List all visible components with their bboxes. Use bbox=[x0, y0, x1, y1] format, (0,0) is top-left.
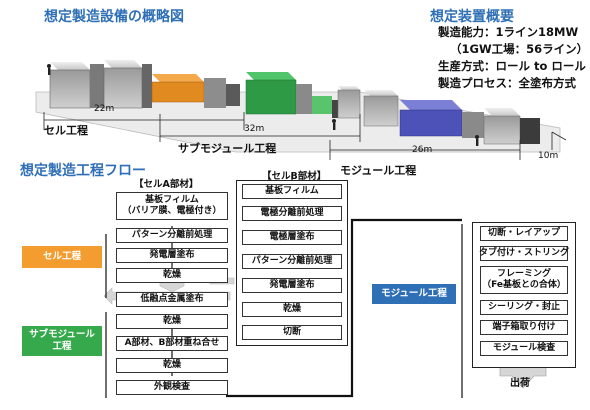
zone-label-cell: セル工程 bbox=[44, 124, 88, 137]
overview-title: 想定製造設備の概略図 bbox=[44, 9, 184, 25]
dimension-module-length: 26m bbox=[412, 145, 433, 155]
spec-process: 製造プロセス：全塗布方式 bbox=[438, 76, 576, 90]
zone-label-submodule: サブモジュール工程 bbox=[178, 142, 277, 155]
cell-zone-machines bbox=[49, 60, 240, 109]
dimension-lines bbox=[43, 112, 567, 160]
dimension-width: 10m bbox=[538, 151, 559, 161]
tag-cell-process: セル工程 bbox=[22, 246, 102, 268]
dimension-cell-length: 22m bbox=[94, 104, 115, 114]
step-module-sealing: シーリング・封止 bbox=[480, 300, 568, 315]
spec-factory-lines: （1GW工場：56ライン） bbox=[450, 42, 589, 56]
step-submodule-inspection: 外観検査 bbox=[116, 380, 228, 395]
zone-label-module: モジュール工程 bbox=[340, 164, 417, 177]
submodule-zone-machines bbox=[245, 72, 361, 119]
spec-capacity: 製造能力：1ライン18MW bbox=[438, 25, 579, 39]
tag-module-process: モジュール工程 bbox=[372, 284, 456, 304]
step-cell-b-electrode-coating: 電極層塗布 bbox=[242, 230, 342, 245]
step-submodule-lamination: A部材、B部材重ね合せ bbox=[116, 336, 228, 351]
dimension-submodule-length: 32m bbox=[244, 124, 265, 134]
step-module-layup: 切断・レイアップ bbox=[480, 226, 568, 241]
step-cell-b-substrate: 基板フィルム bbox=[242, 184, 342, 199]
step-cell-b-coating: 発電層塗布 bbox=[242, 278, 342, 293]
step-module-stringing: タブ付け・ストリング bbox=[479, 246, 569, 261]
step-cell-a-substrate: 基板フィルム （バリア膜、電極付き） bbox=[116, 192, 228, 220]
step-submodule-drying-2: 乾燥 bbox=[116, 358, 228, 373]
step-cell-b-electrode-pretreatment: 電極分離前処理 bbox=[242, 206, 342, 221]
step-module-junction-box: 端子箱取り付け bbox=[480, 320, 568, 335]
step-cell-a-coating: 発電層塗布 bbox=[116, 248, 228, 263]
specs-list: 製造能力：1ライン18MW （1GW工場：56ライン） 生産方式：ロール to … bbox=[438, 24, 588, 92]
step-module-framing: フレーミング （Fe基板との合体） bbox=[480, 266, 568, 294]
cell-a-header: 【セルA部材】 bbox=[134, 179, 199, 190]
spec-production-method: 生産方式：ロール to ロール bbox=[438, 59, 586, 73]
specs-title: 想定装置概要 bbox=[430, 9, 514, 25]
cell-b-header: 【セルB部材】 bbox=[262, 171, 327, 182]
step-module-inspection: モジュール検査 bbox=[480, 341, 568, 356]
module-zone-machines bbox=[363, 90, 540, 145]
person-figures bbox=[47, 64, 479, 146]
step-cell-b-drying: 乾燥 bbox=[242, 302, 342, 317]
shipping-label: 出荷 bbox=[510, 378, 530, 389]
step-submodule-drying-1: 乾燥 bbox=[116, 314, 228, 329]
step-cell-b-pattern-pretreatment: パターン分離前処理 bbox=[242, 254, 342, 269]
flow-title: 想定製造工程フロー bbox=[20, 163, 146, 179]
step-cell-b-cutting: 切断 bbox=[242, 325, 342, 340]
tag-submodule-process: サブモジュール 工程 bbox=[22, 326, 102, 356]
step-cell-a-drying: 乾燥 bbox=[116, 268, 228, 283]
step-submodule-metal-coating: 低融点金属塗布 bbox=[116, 292, 228, 307]
step-cell-a-pattern-pretreatment: パターン分離前処理 bbox=[116, 228, 228, 243]
